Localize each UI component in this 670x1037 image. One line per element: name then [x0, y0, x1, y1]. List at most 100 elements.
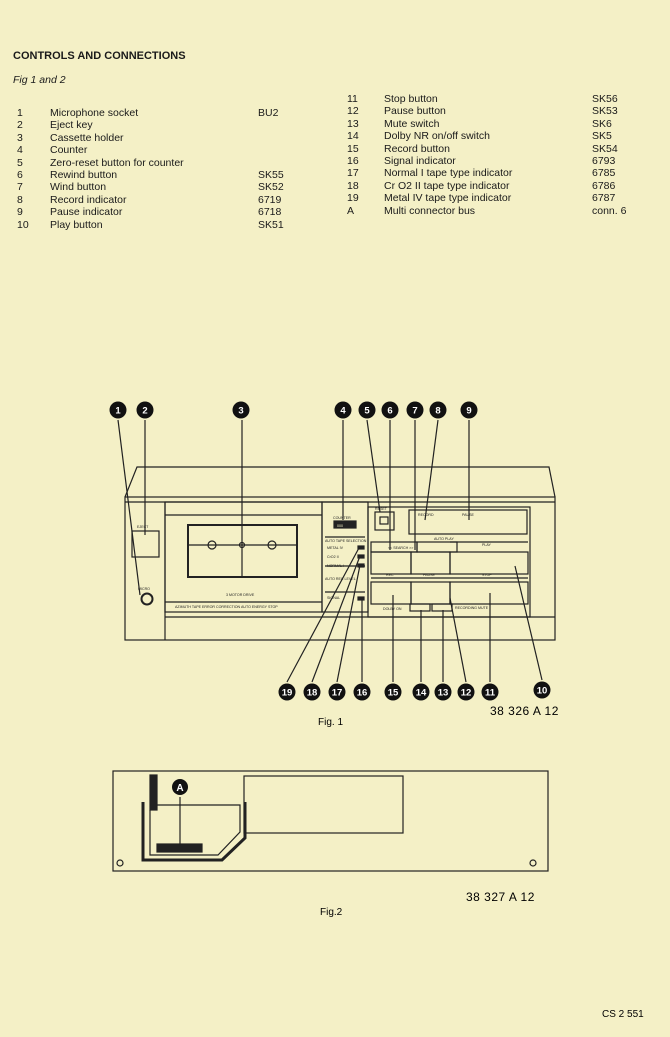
item-label: Zero-reset button for counter [50, 156, 184, 169]
callout-circle-icon [406, 401, 424, 419]
item-code: SK53 [592, 105, 618, 118]
item-label: Record indicator [50, 193, 127, 206]
item-label: Counter [50, 144, 88, 157]
item-number: 4 [17, 144, 23, 157]
item-number: 10 [17, 218, 29, 231]
callout-number: 10 [537, 686, 548, 697]
callout-circle-icon [460, 401, 478, 419]
item-number: 9 [17, 206, 23, 219]
callout-circle-icon [434, 683, 452, 701]
callout-number: 14 [416, 688, 427, 699]
item-code: 6718 [258, 206, 282, 219]
normal-label: NORMAL I [327, 564, 344, 568]
item-number: 17 [347, 167, 359, 180]
item-code: SK51 [258, 218, 284, 231]
item-number: A [347, 204, 355, 217]
callout-number: 6 [387, 406, 392, 417]
callout-number: 15 [388, 688, 399, 699]
item-number: 16 [347, 154, 359, 167]
metal-label: METAL IV [327, 546, 344, 550]
callout-number: 3 [238, 406, 243, 417]
signal-label: SIGNAL [327, 596, 340, 600]
item-label: Multi connector bus [384, 204, 476, 217]
item-code: 6786 [592, 179, 616, 192]
callout-number: 11 [485, 688, 496, 699]
item-label: Stop button [384, 93, 438, 105]
rec-label: REC [386, 573, 394, 577]
callout-number: 18 [307, 688, 318, 699]
callout-number: 13 [438, 688, 449, 699]
callout-number: 7 [412, 406, 417, 417]
item-label: Play button [50, 218, 103, 231]
item-code: SK54 [592, 142, 618, 155]
list-item: 15 Record button SK54 [345, 143, 665, 155]
item-number: 1 [17, 107, 23, 119]
item-code: 6787 [592, 192, 616, 205]
callout-circle-icon [533, 681, 551, 699]
item-code: SK6 [592, 117, 612, 130]
micro-label: MICRO [138, 587, 150, 591]
list-item: 4 Counter [13, 144, 333, 156]
item-number: 11 [347, 93, 358, 105]
callout-circle-icon [232, 401, 250, 419]
item-number: 6 [17, 168, 23, 181]
record-label: RECORD [418, 513, 434, 517]
counter-label: COUNTER [333, 516, 351, 520]
fig1-caption: Fig. 1 [318, 717, 343, 728]
callout-number: 19 [282, 688, 293, 699]
item-code: 6793 [592, 154, 616, 167]
item-code: 6719 [258, 193, 282, 206]
play-label: PLAY [482, 543, 492, 547]
item-label: Cassette holder [50, 131, 124, 144]
item-label: Record button [384, 142, 450, 155]
page-title: CONTROLS AND CONNECTIONS [13, 50, 186, 62]
callout-number: 2 [142, 406, 147, 417]
callout-number: 9 [466, 406, 471, 417]
item-label: Pause indicator [50, 206, 123, 219]
stop-label: STOP [482, 573, 492, 577]
auto-rec-label: AUTO REC LEVEL [325, 577, 356, 581]
callout-circle-icon [412, 683, 430, 701]
callout-number: 12 [461, 688, 472, 699]
list-item: A Multi connector bus conn. 6 [345, 205, 665, 217]
item-number: 18 [347, 179, 359, 192]
item-code: BU2 [258, 107, 279, 119]
item-code: 6785 [592, 167, 616, 180]
item-code: SK5 [592, 130, 612, 143]
item-label: Normal I tape type indicator [384, 167, 513, 180]
callout-circle-icon [457, 683, 475, 701]
callout-circle-icon [328, 683, 346, 701]
item-label: Pause button [384, 105, 446, 118]
callout-circle-icon [278, 683, 296, 701]
item-number: 15 [347, 142, 359, 155]
eject-label: EJECT [137, 525, 149, 529]
item-label: Eject key [50, 119, 93, 132]
callout-number: 8 [435, 406, 440, 417]
callout-circle-icon [358, 401, 376, 419]
callout-circle-icon [381, 401, 399, 419]
item-number: 14 [347, 130, 359, 143]
features-label: AZIMUTH TAPE ERROR CORRECTION AUTO ENERG… [175, 605, 278, 609]
item-code: conn. 6 [592, 204, 627, 217]
callout-number: 16 [357, 688, 368, 699]
callout-A-icon [172, 779, 188, 795]
list-item: 12 Pause button SK53 [345, 105, 665, 117]
item-number: 12 [347, 105, 359, 118]
item-code: SK52 [258, 181, 284, 194]
footer-code: CS 2 551 [602, 1009, 644, 1020]
item-label: Wind button [50, 181, 107, 194]
item-code: SK55 [258, 168, 284, 181]
item-number: 2 [17, 119, 23, 132]
